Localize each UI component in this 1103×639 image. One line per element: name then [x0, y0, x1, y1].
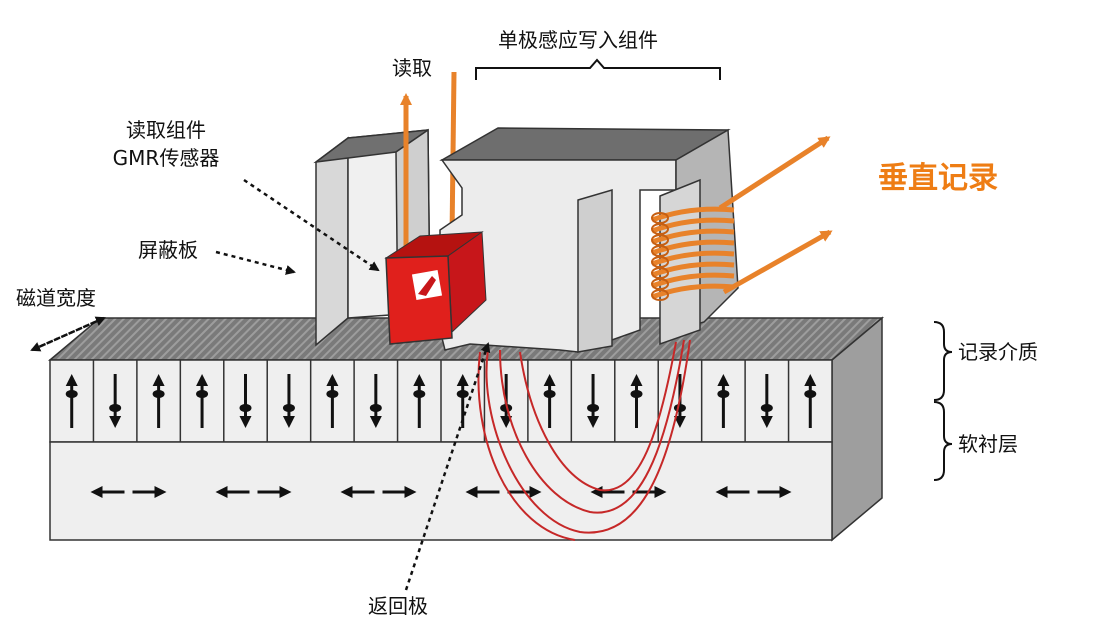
down-arrow — [760, 374, 773, 428]
coil-winding — [651, 261, 735, 278]
up-arrow — [413, 374, 426, 428]
coil-winding — [651, 272, 735, 289]
write-assembly-label: 单极感应写入组件 — [498, 28, 658, 52]
up-arrow — [630, 374, 643, 428]
right-arrow — [257, 486, 292, 498]
recording-medium-slab — [47, 316, 885, 542]
up-arrow — [152, 374, 165, 428]
coil-winding — [651, 283, 735, 300]
right-arrow — [132, 486, 167, 498]
up-arrow — [196, 374, 209, 428]
down-arrow — [282, 374, 295, 428]
left-arrow — [90, 486, 125, 498]
down-arrow — [109, 374, 122, 428]
gmr-read-sensor — [384, 231, 487, 345]
shield-plate — [313, 128, 431, 347]
soft-underlayer-label: 软衬层 — [958, 432, 1018, 456]
down-arrow — [239, 374, 252, 428]
up-arrow — [717, 374, 730, 428]
lower-arrow-group — [90, 486, 792, 498]
write-coil — [651, 206, 735, 301]
write-assembly-bracket — [475, 58, 721, 80]
coil-winding — [651, 228, 735, 245]
left-arrow — [215, 486, 250, 498]
read-label: 读取 — [392, 56, 432, 80]
right-arrow — [632, 486, 667, 498]
down-arrow — [369, 374, 382, 428]
soft-underlayer-brace — [933, 401, 953, 481]
title-label: 垂直记录 — [878, 161, 998, 196]
write-head — [439, 127, 739, 353]
read-assembly-label-1: 读取组件 — [126, 118, 206, 142]
upper-arrow-group — [65, 360, 817, 442]
left-arrow — [465, 486, 500, 498]
return-pole-label: 返回极 — [368, 594, 428, 618]
soft-underlayer-front — [49, 441, 833, 541]
recording-medium-brace — [933, 321, 953, 401]
up-arrow — [804, 374, 817, 428]
up-arrow — [543, 374, 556, 428]
shield-label: 屏蔽板 — [138, 238, 198, 262]
up-arrow — [65, 374, 78, 428]
recording-medium-label: 记录介质 — [958, 340, 1038, 364]
flux-lines — [477, 339, 691, 541]
track-width-label: 磁道宽度 — [16, 286, 96, 310]
right-arrow — [757, 486, 792, 498]
right-arrow — [382, 486, 417, 498]
coil-leads — [718, 135, 833, 295]
annotation-leaders — [30, 178, 491, 591]
right-arrow — [507, 486, 542, 498]
coil-winding — [651, 250, 735, 267]
left-arrow — [340, 486, 375, 498]
coil-winding — [651, 217, 735, 234]
read-assembly-label-2: GMR传感器 — [112, 146, 220, 170]
left-arrow — [715, 486, 750, 498]
coil-winding — [651, 239, 735, 256]
up-arrow — [326, 374, 339, 428]
coil-winding — [651, 206, 735, 223]
coil-turn — [651, 289, 669, 301]
down-arrow — [587, 374, 600, 428]
